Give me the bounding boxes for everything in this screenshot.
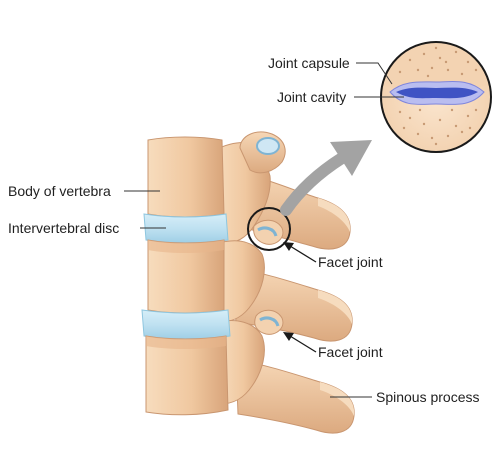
arrow-head-facet-upper — [283, 242, 294, 251]
arrow-head-facet-lower — [283, 332, 294, 341]
leader-joint-capsule — [356, 62, 393, 85]
facet-joint-upper-shape — [253, 219, 284, 245]
facet-joint-lower-shape — [254, 309, 284, 335]
magnifier-ring — [247, 207, 291, 251]
label-body-of-vertebra: Body of vertebra — [8, 183, 111, 199]
zoomed-joint — [380, 41, 492, 153]
label-facet-joint-upper: Facet joint — [318, 254, 383, 270]
zoom-arrow — [280, 140, 372, 216]
vertebral-column — [141, 131, 355, 434]
label-spinous-process: Spinous process — [376, 389, 480, 405]
label-joint-cavity: Joint cavity — [277, 89, 346, 105]
label-facet-joint-lower: Facet joint — [318, 344, 383, 360]
vertebral-body-middle — [147, 239, 225, 314]
intervertebral-disc-bottom — [141, 309, 231, 340]
vertebral-body-bottom — [145, 335, 229, 416]
label-joint-capsule: Joint capsule — [268, 55, 350, 71]
spinous-process-lower — [235, 359, 355, 434]
leader-lines — [124, 62, 404, 398]
facet-arrows — [283, 242, 317, 353]
superior-articular-process — [239, 131, 286, 174]
label-intervertebral-disc: Intervertebral disc — [8, 220, 119, 236]
vertebral-body-top — [147, 136, 225, 218]
